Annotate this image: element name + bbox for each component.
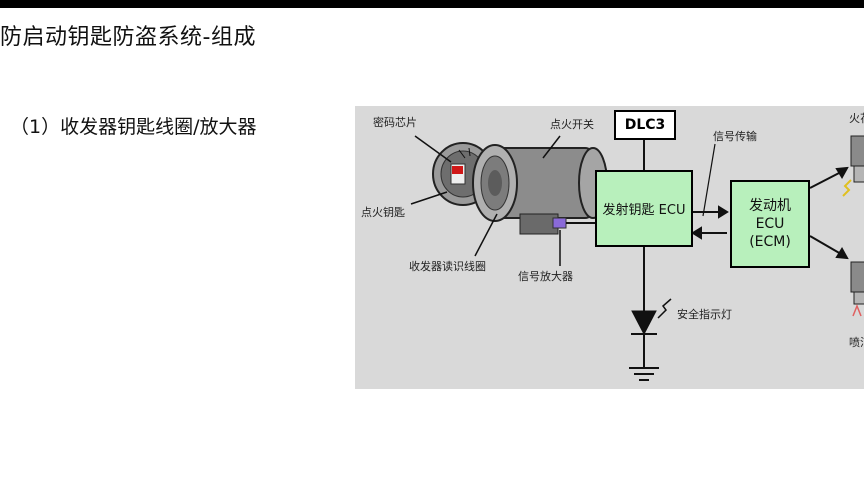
label-ignition-switch: 点火开关 <box>550 118 594 131</box>
chip-graphic <box>452 166 463 174</box>
engine-ecu-line3: (ECM) <box>749 234 791 250</box>
top-border <box>0 0 864 8</box>
label-chip: 密码芯片 <box>373 116 417 129</box>
amplifier-graphic <box>552 217 567 229</box>
spark-plug-graphic <box>842 135 864 197</box>
engine-ecu-line1: 发动机 <box>749 198 791 214</box>
slide-title: 防启动钥匙防盗系统-组成 <box>0 25 256 50</box>
transponder-ecu-box: 发射钥匙 ECU <box>595 170 693 247</box>
label-reader-coil: 收发器读识线圈 <box>409 260 486 273</box>
label-spark-plug: 火花 <box>849 112 864 125</box>
label-ignition-key: 点火钥匙 <box>361 206 405 219</box>
engine-ecu-box: 发动机 ECU (ECM) <box>730 180 810 268</box>
slide-subtitle: （1）收发器钥匙线圈/放大器 <box>10 116 257 138</box>
label-injector: 喷油 <box>849 336 864 349</box>
injector-graphic <box>850 261 864 317</box>
dlc3-box: DLC3 <box>614 110 676 140</box>
label-security-light: 安全指示灯 <box>677 308 732 321</box>
label-amplifier: 信号放大器 <box>518 270 573 283</box>
immobilizer-diagram: 密码芯片 点火开关 点火钥匙 收发器读识线圈 信号放大器 信号传输 安全指示灯 … <box>355 106 864 389</box>
engine-ecu-line2: ECU <box>755 216 785 232</box>
label-signal-transfer: 信号传输 <box>713 130 757 143</box>
